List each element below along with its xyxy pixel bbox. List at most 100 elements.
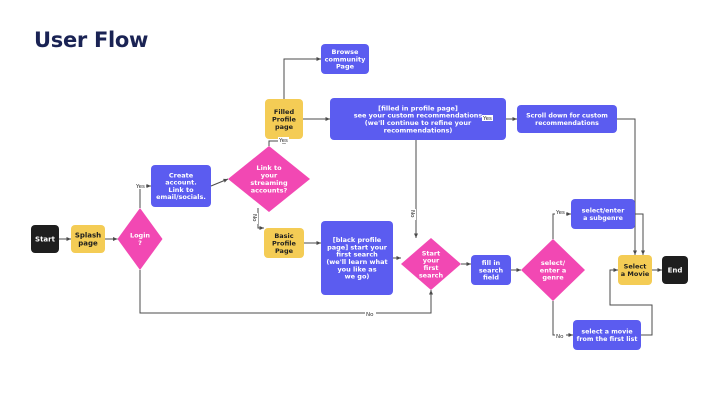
node-text: streaming <box>250 179 288 187</box>
node-text: End <box>668 267 683 275</box>
node-text: search <box>479 266 504 274</box>
node-text: Splash <box>75 232 101 240</box>
node-text: page <box>275 123 294 131</box>
page-title: User Flow <box>34 28 149 52</box>
node-shape-diamond <box>117 208 163 270</box>
node-shape-diamond <box>521 239 585 301</box>
node-shape-box <box>31 225 59 253</box>
node-text: ? <box>138 239 142 247</box>
node-shape-box <box>264 228 304 258</box>
edge-label-bg <box>410 209 416 220</box>
node-text: first search <box>336 251 378 259</box>
edge-label-genre-no: No <box>556 334 564 340</box>
node-text: community <box>325 55 366 63</box>
edge-login-firstsearch <box>139 270 433 314</box>
edge-label-bg <box>555 333 566 339</box>
node-text: recommendations <box>535 120 599 127</box>
node-recs: [filled in profile page]see your custom … <box>330 98 506 140</box>
node-text: page] start your <box>327 243 388 251</box>
node-text: Start <box>35 236 56 244</box>
edge-label-link-no: No <box>251 214 257 222</box>
edge-filled-browse <box>283 57 321 99</box>
node-end: End <box>662 256 688 284</box>
node-text: Browse <box>332 48 359 56</box>
edge-label-recs-no: No <box>409 210 415 218</box>
edge-firstlist-selectmovie <box>609 268 653 336</box>
node-text: a Movie <box>621 270 650 278</box>
node-text: first <box>424 264 439 272</box>
edge-label-link-yes: Yes <box>278 138 288 144</box>
node-text: fill in <box>482 259 501 267</box>
node-text: Scroll down for custom <box>526 113 608 120</box>
node-text: Link to <box>168 186 194 194</box>
edge-label-login-no: No <box>366 312 374 318</box>
node-text: genre <box>542 274 564 282</box>
node-text: Basic <box>274 232 293 240</box>
node-text: your <box>423 257 440 265</box>
edge-label-bg <box>278 137 289 143</box>
node-text: Start <box>422 249 441 257</box>
node-text: Profile <box>272 239 296 247</box>
node-text: we go) <box>345 273 370 281</box>
edge-genre-firstlist <box>552 301 573 337</box>
node-text: Profile <box>272 115 296 123</box>
node-shape-box <box>321 44 369 74</box>
node-shape-box <box>321 221 393 295</box>
edge-create-link <box>210 178 229 187</box>
edge-label-bg <box>555 209 566 215</box>
edge-label-genre-yes: Yes <box>555 210 565 216</box>
edge-scroll-selectmovie <box>617 118 637 255</box>
node-text: enter a <box>540 266 566 274</box>
node-shape-box <box>265 99 303 139</box>
node-text: from the first list <box>577 336 638 343</box>
node-shape-box <box>330 98 506 140</box>
node-shape-box <box>471 255 511 285</box>
node-text: (we'll learn what <box>326 258 387 266</box>
node-login: Login? <box>117 208 163 270</box>
node-text: field <box>483 274 499 282</box>
node-text: email/socials. <box>156 193 206 201</box>
edge-label-bg <box>365 311 376 317</box>
edge-link-basic <box>257 208 264 230</box>
node-text: your <box>261 172 278 180</box>
node-text: Create <box>169 172 194 180</box>
node-shape-box <box>662 256 688 284</box>
node-shape-diamond <box>401 238 461 290</box>
node-shape-box <box>151 165 211 207</box>
node-shape-box <box>571 199 635 229</box>
node-text: search <box>419 271 444 279</box>
node-text: select a movie <box>581 329 632 336</box>
node-shape-diamond <box>228 146 310 212</box>
node-text: recommendations) <box>384 126 453 134</box>
node-start: Start <box>31 225 59 253</box>
node-text: Select <box>624 263 647 271</box>
node-text: Login <box>130 232 150 240</box>
edge-genre-subgenre <box>552 212 571 239</box>
edge-label-bg <box>482 115 493 121</box>
node-text: a subgenre <box>583 215 623 222</box>
node-text: select/ <box>541 259 566 267</box>
edge-label-bg <box>135 183 146 189</box>
node-text: see your custom recommendations <box>354 112 483 120</box>
node-shape-box <box>517 105 617 133</box>
node-text: Link to <box>256 164 282 172</box>
node-text: Filled <box>274 108 295 116</box>
node-text: Page <box>336 63 355 71</box>
edge-label-recs-yes: Yes <box>482 116 492 122</box>
node-shape-box <box>573 320 641 350</box>
